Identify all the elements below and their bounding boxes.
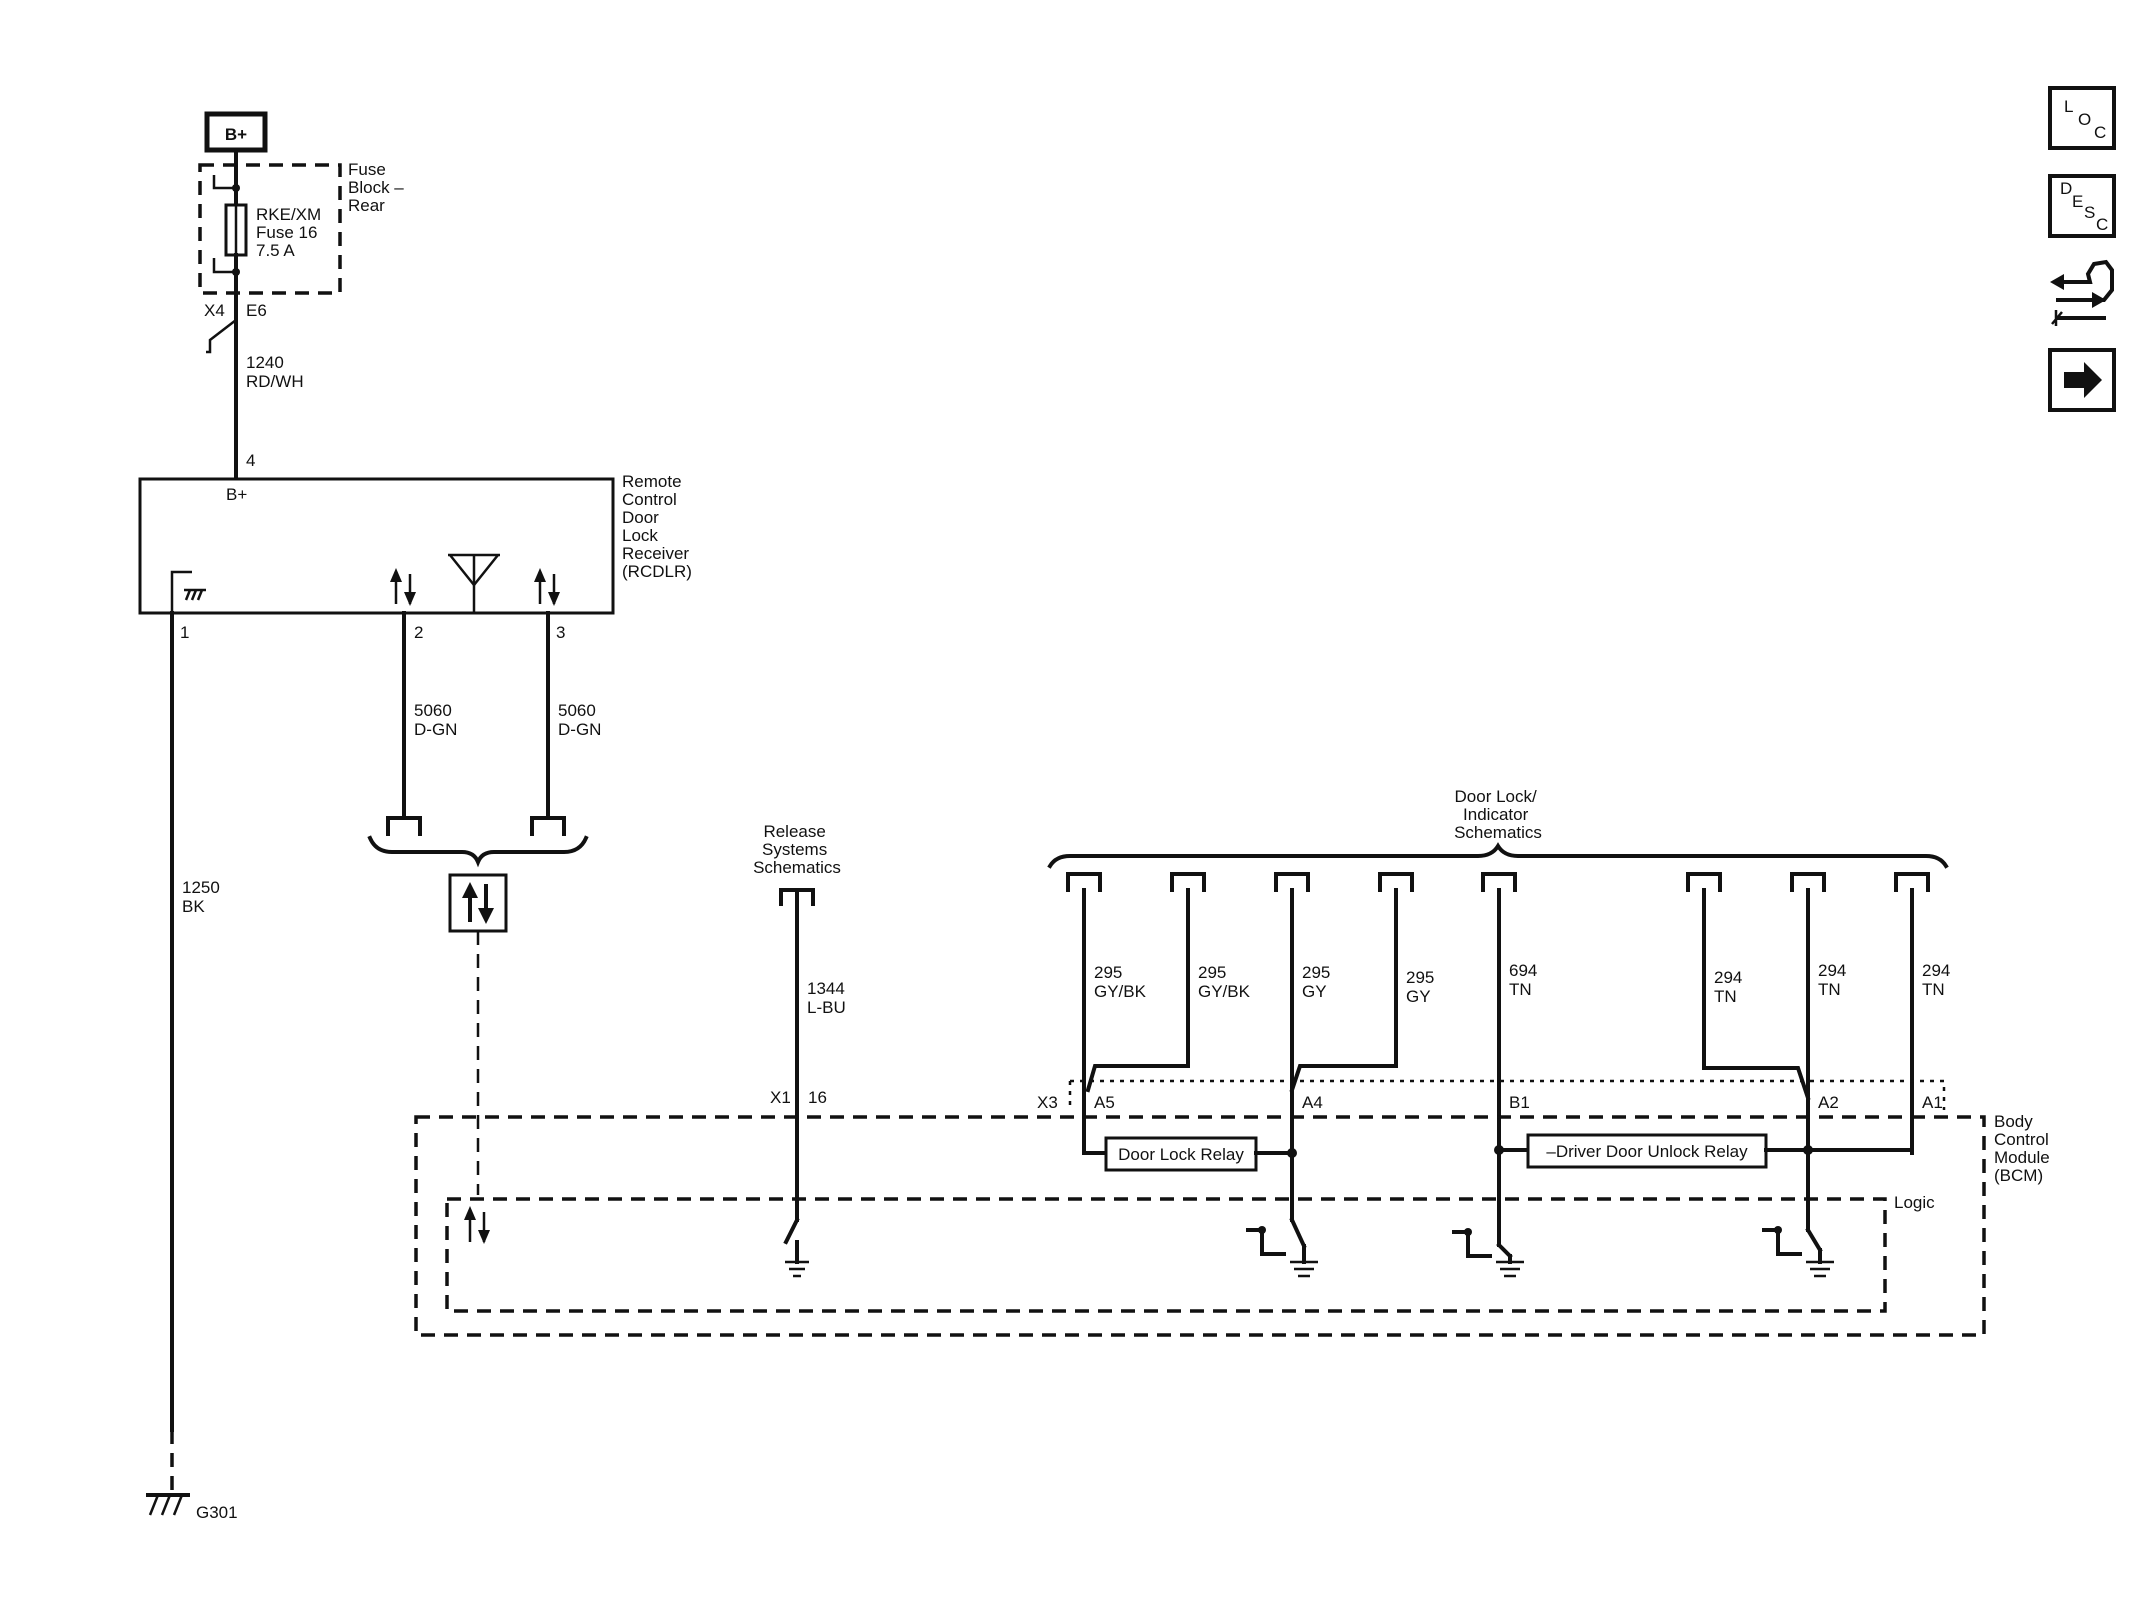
next-arrow-button[interactable] xyxy=(2048,348,2116,412)
svg-text:C: C xyxy=(2094,123,2106,142)
bcm-pin-a2: A2 xyxy=(1818,1093,1839,1112)
fuse-pin-e6: E6 xyxy=(246,301,267,320)
svg-text:Fuse Block – Rear: Fuse Block – Rear xyxy=(348,160,408,215)
rcdlr-power-label: B+ xyxy=(226,485,247,504)
antenna-icon xyxy=(448,553,500,613)
release-pin-16: 16 xyxy=(808,1088,827,1107)
bcm-outline xyxy=(414,1115,1986,1337)
release-connector-x1: X1 xyxy=(770,1088,791,1107)
fuse-block-title-2: Block – xyxy=(348,178,404,197)
wire-1344-label: 1344 L-BU xyxy=(807,979,850,1017)
release-input-switch xyxy=(783,1217,809,1278)
ground-label: G301 xyxy=(196,1503,238,1522)
door-lock-relay: Door Lock Relay xyxy=(1104,1136,1258,1172)
rcdlr-pin-2: 2 xyxy=(414,623,423,642)
bcm-logic-outline xyxy=(445,1197,1887,1313)
fuse-block-rear: Fuse Block – Rear RKE/XM Fuse 16 7.5 A xyxy=(198,160,408,295)
wire-1240-label: 1240 RD/WH xyxy=(246,353,304,391)
svg-text:Door Lock Relay: Door Lock Relay xyxy=(1118,1145,1244,1164)
bcm-connector-x3: X3 xyxy=(1037,1093,1058,1112)
svg-text:S: S xyxy=(2084,203,2095,222)
bcm-data-bidirectional-icon xyxy=(464,1206,490,1244)
svg-text:–Driver Door Unlock Relay: –Driver Door Unlock Relay xyxy=(1546,1142,1748,1161)
svg-text:L: L xyxy=(2064,97,2073,116)
wire-1250-label: 1250 BK xyxy=(182,878,225,916)
svg-text:RKE/XM Fuse 16 7.5: RKE/XM Fuse 16 7.5 A xyxy=(256,205,326,260)
fuse-connector-x4: X4 xyxy=(204,301,225,320)
bcm-pin-a5: A5 xyxy=(1094,1093,1115,1112)
power-label: B+ xyxy=(225,125,247,144)
rcdlr-module: B+ Remote Control Door Lock Receiver (RC… xyxy=(138,472,694,615)
bcm-pin-a4: A4 xyxy=(1302,1093,1323,1112)
fuse-block-title-3: Rear xyxy=(348,196,385,215)
svg-text:D: D xyxy=(2060,179,2072,198)
door-lock-title: Door Lock/ Indicator Schematics xyxy=(1454,787,1542,842)
unlock-input-switch xyxy=(1452,1228,1524,1278)
unlock-output-switch xyxy=(1762,1226,1834,1278)
fuse-line-3: 7.5 A xyxy=(256,241,295,260)
svg-text:O: O xyxy=(2078,110,2091,129)
fuse-block-title-1: Fuse xyxy=(348,160,386,179)
fuse-line-2: Fuse 16 xyxy=(256,223,317,242)
bcm-pin-b1: B1 xyxy=(1509,1093,1530,1112)
rcdlr-pin-1: 1 xyxy=(180,623,189,642)
driver-door-unlock-relay: –Driver Door Unlock Relay xyxy=(1526,1133,1768,1169)
wire-5060-a-label: 5060 D-GN xyxy=(414,701,457,739)
ground-g301-icon xyxy=(146,1493,190,1516)
rcdlr-pin-3: 3 xyxy=(556,623,565,642)
data-bidirectional-icon xyxy=(534,568,560,606)
wire-5060-b-label: 5060 D-GN xyxy=(558,701,601,739)
description-button[interactable]: D E S C xyxy=(2048,174,2116,238)
bcm-title: Body Control Module (BCM) xyxy=(1994,1112,2055,1185)
bcm-logic-label: Logic xyxy=(1894,1193,1935,1212)
release-systems-title: Release Systems Schematics xyxy=(753,822,841,877)
connector-wrench-icon[interactable] xyxy=(2050,259,2114,326)
location-button[interactable]: L O C xyxy=(2048,86,2116,150)
fuse-line-1: RKE/XM xyxy=(256,205,321,224)
data-bidirectional-icon xyxy=(390,568,416,606)
svg-text:Remote Control Doo: Remote Control Door Lock Receiver (RCDLR… xyxy=(622,472,694,581)
svg-text:E: E xyxy=(2072,192,2083,211)
svg-text:C: C xyxy=(2096,215,2108,234)
bcm-pin-a1: A1 xyxy=(1922,1093,1943,1112)
lock-output-switch xyxy=(1246,1217,1318,1278)
rcdlr-pin-4: 4 xyxy=(246,451,255,470)
battery-power-source: B+ xyxy=(204,111,268,153)
door-lock-connectors xyxy=(1066,872,1930,892)
serial-data-icon xyxy=(448,873,508,933)
chassis-ground-icon xyxy=(170,570,206,613)
